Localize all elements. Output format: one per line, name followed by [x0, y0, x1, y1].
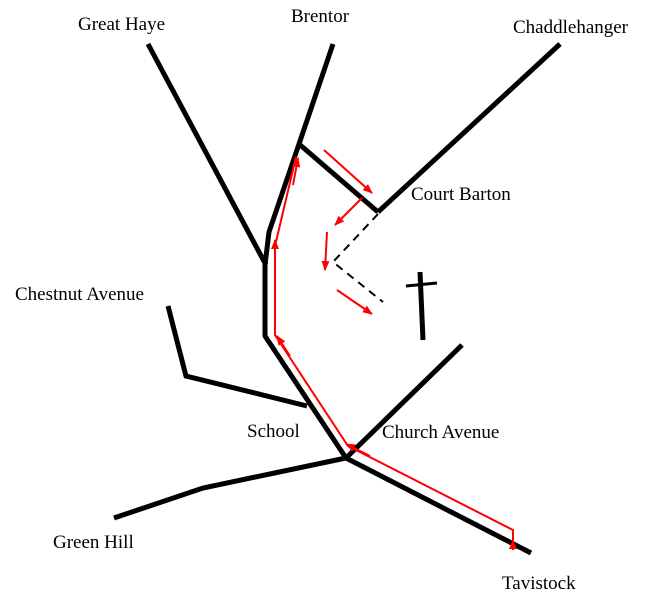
route-arrow-to-church	[336, 289, 373, 315]
label-brentor: Brentor	[291, 6, 350, 27]
road-great-haye	[145, 42, 269, 267]
church-cross-icon	[405, 271, 438, 341]
label-chestnut-avenue: Chestnut Avenue	[15, 284, 144, 305]
route-arrow-church-ave	[345, 443, 371, 457]
road-church-avenue	[344, 343, 464, 460]
label-chaddlehanger: Chaddlehanger	[513, 17, 629, 38]
walking-route	[271, 149, 517, 550]
route-arrow-school	[276, 335, 291, 357]
label-tavistock: Tavistock	[502, 573, 576, 594]
label-school: School	[247, 421, 300, 442]
roads	[113, 42, 562, 556]
road-chestnut-avenue	[165, 305, 308, 409]
label-church-avenue: Church Avenue	[382, 422, 499, 443]
road-court-barton-loop	[297, 142, 380, 214]
route-arrow-to-court-barton	[323, 149, 373, 194]
footpath	[331, 213, 384, 303]
road-green-hill	[113, 455, 347, 521]
road-brentor-main	[262, 43, 349, 460]
map-labels: Great Haye Brentor Chaddlehanger Court B…	[15, 6, 629, 594]
route-main-line	[274, 156, 514, 548]
footpath-line	[331, 213, 384, 303]
route-arrow-upper	[292, 157, 301, 186]
road-tavistock	[344, 455, 533, 556]
label-great-haye: Great Haye	[78, 14, 165, 35]
route-arrow-down-left	[334, 197, 363, 226]
label-court-barton: Court Barton	[411, 184, 511, 205]
label-green-hill: Green Hill	[53, 532, 134, 553]
route-arrow-down	[321, 231, 330, 271]
road-chaddlehanger	[376, 42, 562, 214]
